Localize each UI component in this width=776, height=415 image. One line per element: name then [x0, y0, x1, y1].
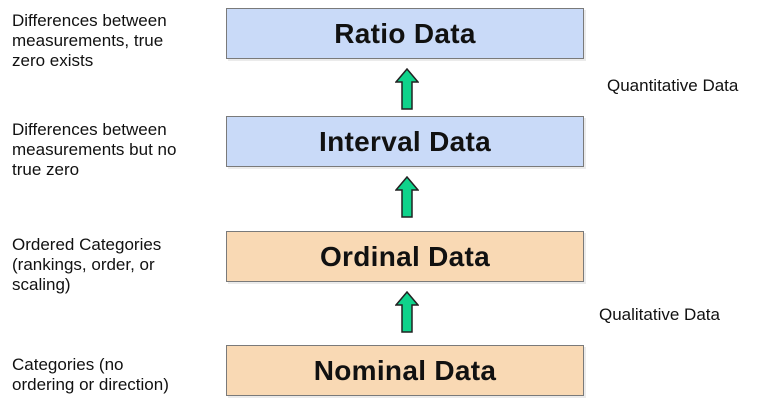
qualitative-data-label: Qualitative Data [599, 305, 720, 324]
ratio-description: Differences between measurements, true z… [12, 11, 167, 70]
ratio-data-box: Ratio Data [226, 8, 584, 59]
nominal-description: Categories (no ordering or direction) [12, 355, 169, 394]
quantitative-data-label: Quantitative Data [607, 76, 739, 95]
up-arrow-icon [395, 291, 419, 333]
interval-description: Differences between measurements but no … [12, 120, 177, 179]
ordinal-description: Ordered Categories (rankings, order, or … [12, 235, 162, 294]
nominal-data-box: Nominal Data [226, 345, 584, 396]
up-arrow-icon [395, 176, 419, 218]
ordinal-data-box: Ordinal Data [226, 231, 584, 282]
up-arrow-icon [395, 68, 419, 110]
interval-data-box: Interval Data [226, 116, 584, 167]
